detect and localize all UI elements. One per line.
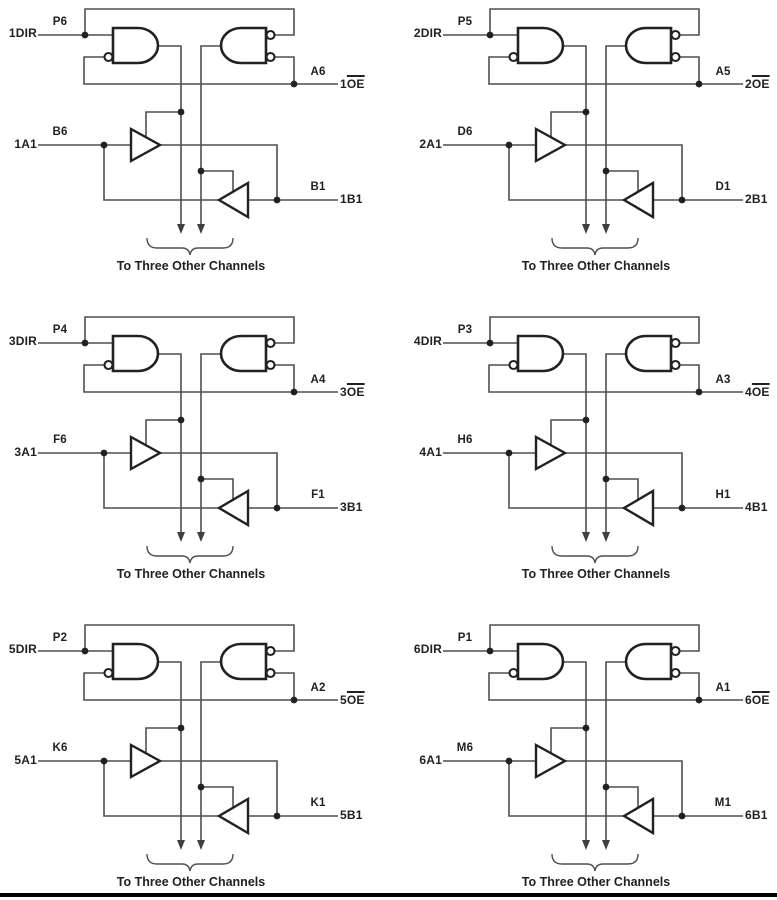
b-port-label: 3B1: [340, 500, 363, 514]
oe-number: 3: [340, 385, 347, 399]
dir-port-label: 4DIR: [413, 334, 442, 348]
oe-pin-label: A3: [715, 374, 731, 386]
oe-number: 4: [745, 385, 752, 399]
b-pin-label: M1: [714, 797, 732, 809]
dir-pin-label: P3: [457, 324, 473, 336]
a-pin-label: B6: [52, 126, 68, 138]
oe-port-label: 3OE: [340, 386, 365, 399]
channel-circuit-diagram: [36, 315, 340, 565]
channels-caption: To Three Other Channels: [521, 259, 671, 273]
oe-overline-text: OE: [751, 77, 770, 91]
dir-port-label: 5DIR: [8, 642, 37, 656]
channel-circuit-diagram: [441, 7, 745, 257]
dir-pin-label: P2: [52, 632, 68, 644]
channel-block: 6DIR P1 A1 6OE 6A1 M6 M1 6B1 To Three Ot…: [406, 616, 777, 900]
channel-circuit-diagram: [441, 315, 745, 565]
channel-circuit-diagram: [441, 623, 745, 873]
channel-block: 2DIR P5 A5 2OE 2A1 D6 D1 2B1 To Three Ot…: [406, 0, 777, 295]
dir-pin-label: P4: [52, 324, 68, 336]
b-pin-label: D1: [715, 181, 731, 193]
oe-number: 6: [745, 693, 752, 707]
channel-circuit-diagram: [36, 7, 340, 257]
oe-overline-text: OE: [751, 693, 770, 707]
channel-block: 3DIR P4 A4 3OE 3A1 F6 F1 3B1 To Three Ot…: [1, 308, 381, 603]
oe-port-label: 4OE: [745, 386, 770, 399]
oe-overline-text: OE: [346, 385, 365, 399]
dir-port-label: 3DIR: [8, 334, 37, 348]
a-port-label: 6A1: [419, 753, 442, 767]
channel-block: 5DIR P2 A2 5OE 5A1 K6 K1 5B1 To Three Ot…: [1, 616, 381, 900]
a-port-label: 4A1: [419, 445, 442, 459]
oe-number: 5: [340, 693, 347, 707]
a-pin-label: M6: [456, 742, 474, 754]
b-port-label: 4B1: [745, 500, 768, 514]
oe-port-label: 2OE: [745, 78, 770, 91]
b-pin-label: B1: [310, 181, 326, 193]
dir-pin-label: P1: [457, 632, 473, 644]
dir-port-label: 6DIR: [413, 642, 442, 656]
a-port-label: 3A1: [14, 445, 37, 459]
channels-caption: To Three Other Channels: [116, 875, 266, 889]
channel-block: 1DIR P6 A6 1OE 1A1 B6 B1 1B1 To Three Ot…: [1, 0, 381, 295]
b-port-label: 1B1: [340, 192, 363, 206]
oe-overline-text: OE: [751, 385, 770, 399]
b-port-label: 2B1: [745, 192, 768, 206]
a-pin-label: F6: [53, 434, 67, 446]
oe-port-label: 1OE: [340, 78, 365, 91]
oe-pin-label: A4: [310, 374, 326, 386]
channels-caption: To Three Other Channels: [521, 567, 671, 581]
oe-port-label: 5OE: [340, 694, 365, 707]
channels-caption: To Three Other Channels: [116, 567, 266, 581]
dir-pin-label: P6: [52, 16, 68, 28]
a-pin-label: D6: [457, 126, 473, 138]
footer-rule: [0, 893, 777, 897]
oe-pin-label: A2: [310, 682, 326, 694]
oe-overline-text: OE: [346, 77, 365, 91]
b-pin-label: H1: [715, 489, 731, 501]
a-pin-label: K6: [52, 742, 68, 754]
channel-circuit-diagram: [36, 623, 340, 873]
a-port-label: 1A1: [14, 137, 37, 151]
b-port-label: 5B1: [340, 808, 363, 822]
channel-block: 4DIR P3 A3 4OE 4A1 H6 H1 4B1 To Three Ot…: [406, 308, 777, 603]
oe-pin-label: A6: [310, 66, 326, 78]
oe-overline-text: OE: [346, 693, 365, 707]
b-port-label: 6B1: [745, 808, 768, 822]
dir-port-label: 1DIR: [8, 26, 37, 40]
dir-port-label: 2DIR: [413, 26, 442, 40]
b-pin-label: F1: [311, 489, 325, 501]
a-port-label: 2A1: [419, 137, 442, 151]
oe-number: 1: [340, 77, 347, 91]
b-pin-label: K1: [310, 797, 326, 809]
oe-pin-label: A5: [715, 66, 731, 78]
oe-pin-label: A1: [715, 682, 731, 694]
a-port-label: 5A1: [14, 753, 37, 767]
oe-port-label: 6OE: [745, 694, 770, 707]
a-pin-label: H6: [457, 434, 473, 446]
oe-number: 2: [745, 77, 752, 91]
dir-pin-label: P5: [457, 16, 473, 28]
channels-caption: To Three Other Channels: [521, 875, 671, 889]
channels-caption: To Three Other Channels: [116, 259, 266, 273]
